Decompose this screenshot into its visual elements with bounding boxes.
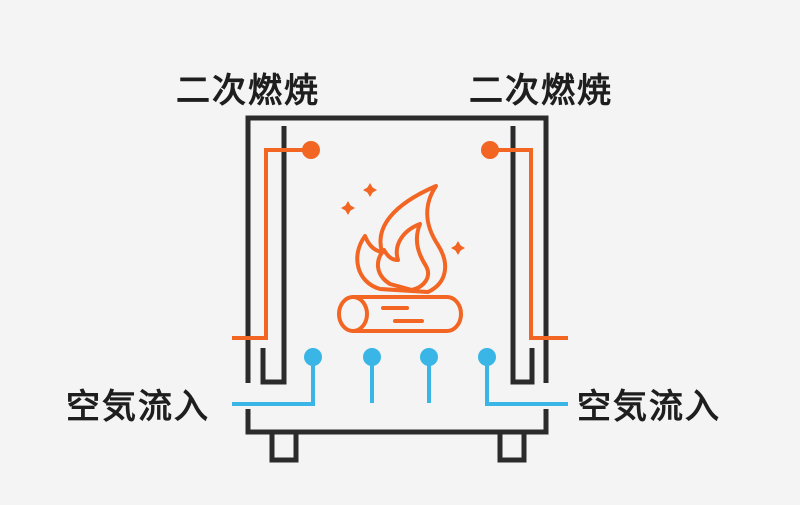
center-right-air-dot — [420, 348, 438, 366]
air-inflow-label-left: 空気流入 — [66, 387, 210, 427]
right-secondary-air-path — [490, 148, 568, 340]
right-inner-wall — [510, 126, 535, 385]
right-air-outlet-dot — [478, 348, 496, 366]
stove-outer-wall — [245, 115, 549, 435]
right-air-inflow-path — [485, 358, 568, 406]
secondary-combustion-label-left: 二次燃焼 — [176, 71, 320, 111]
left-secondary-outlet-dot — [302, 141, 320, 159]
left-air-outlet-dot — [304, 348, 322, 366]
air-inflow-label-right: 空気流入 — [577, 387, 721, 427]
right-leg — [497, 432, 527, 463]
log-icon — [337, 295, 463, 333]
left-inner-wall — [260, 126, 287, 385]
left-leg — [269, 432, 299, 463]
left-air-inflow-path — [232, 358, 315, 406]
right-secondary-outlet-dot — [481, 141, 499, 159]
center-left-air-dot — [363, 348, 381, 366]
secondary-combustion-label-right: 二次燃焼 — [469, 71, 613, 111]
fire-icon — [355, 184, 448, 294]
spark-icon — [341, 183, 465, 255]
left-secondary-air-path — [232, 148, 310, 340]
